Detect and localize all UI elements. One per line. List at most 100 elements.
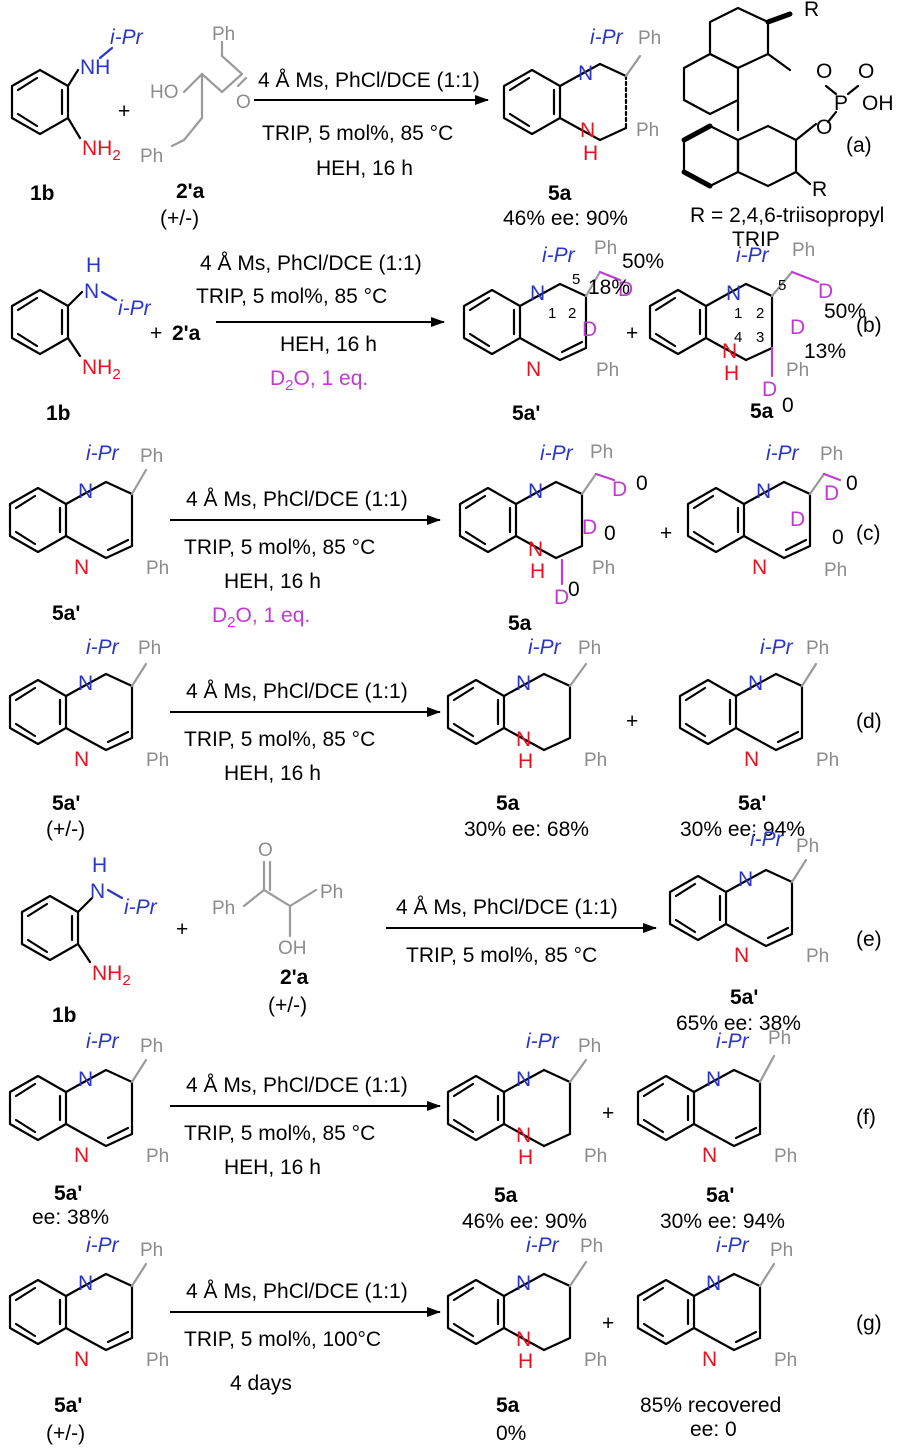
atom-n: N (702, 1348, 717, 1371)
atom-ph: Ph (768, 1028, 791, 1049)
atom-ph: Ph (146, 750, 169, 771)
panel-tag-c: (c) (856, 522, 881, 545)
atom-ph: Ph (584, 750, 607, 771)
label-2a: 2'a (176, 180, 205, 203)
condition-heh: HEH, 16 h (224, 1156, 321, 1179)
yield-a: 46% ee: 90% (503, 207, 628, 230)
atom-oh: OH (862, 92, 894, 115)
atom-d: D (790, 508, 805, 531)
atom-n: N (78, 480, 93, 503)
trip-name: TRIP (732, 228, 780, 251)
atom-d: D (582, 516, 597, 539)
atom-ph: Ph (636, 120, 659, 141)
label-5a: 5a (494, 1184, 518, 1207)
condition-heh: HEH, 16 h (224, 570, 321, 593)
atom-n: N (516, 1328, 531, 1351)
compound-5a-d: N i-Pr N H Ph Ph 5a 30% ee: 68% (446, 636, 607, 841)
atom-ph: Ph (212, 898, 235, 919)
atom-number: 1 (734, 305, 742, 322)
compound-5ap-d2: N i-Pr N Ph Ph 5a' 30% ee: 94% (678, 636, 839, 841)
atom-ph: Ph (594, 238, 617, 259)
panel-tag-d: (d) (856, 710, 882, 733)
condition-ms: 4 Å Ms, PhCl/DCE (1:1) (258, 69, 480, 92)
plus-sign: + (118, 100, 130, 123)
atom-ph: Ph (140, 1240, 163, 1261)
atom-n: N (74, 1144, 89, 1167)
compound-5a-f: N i-Pr N H Ph Ph 5a 46% ee: 90% (446, 1030, 607, 1233)
atom-ho: HO (150, 82, 179, 103)
atom-ipr: i-Pr (86, 1030, 120, 1053)
atom-ipr: i-Pr (542, 244, 576, 267)
atom-ipr: i-Pr (766, 442, 800, 465)
atom-ph: Ph (590, 442, 613, 463)
atom-ph: Ph (824, 560, 847, 581)
atom-n: N (706, 1068, 721, 1091)
atom-d: D (818, 280, 833, 303)
compound-5a-c: N i-Pr N H Ph D D D Ph 0 0 0 5a (458, 442, 648, 635)
atom-ph: Ph (806, 638, 829, 659)
yield-f-5ap: 30% ee: 94% (660, 1210, 785, 1233)
atom-oh: OH (278, 938, 307, 959)
atom-ph: Ph (578, 638, 601, 659)
yield-g-5a: 0% (496, 1422, 526, 1445)
atom-n: N (78, 672, 93, 695)
atom-ph: Ph (578, 1036, 601, 1057)
atom-ph: Ph (638, 28, 661, 49)
label-5ap: 5a' (512, 402, 540, 425)
panel-b: H N i-Pr NH2 1b + 2'a 4 Å Ms, PhCl/DCE (… (10, 238, 882, 425)
atom-h: H (530, 560, 545, 583)
atom-n: N (74, 748, 89, 771)
plus-sign: + (150, 322, 162, 345)
atom-d: D (618, 278, 633, 301)
atom-ipr: i-Pr (86, 1234, 120, 1257)
atom-h: H (518, 1146, 533, 1169)
trip-catalyst: R O P O OH O R R = 2,4,6-triisopropyl TR… (681, 0, 894, 251)
plus-sign: + (602, 1102, 614, 1125)
yield-d-5ap: 30% ee: 94% (680, 818, 805, 841)
atom-ph: Ph (212, 24, 235, 45)
compound-2a-e: O Ph Ph OH 2'a (+/-) (212, 840, 343, 1017)
yield-e: 65% ee: 38% (676, 1012, 801, 1035)
atom-n: N (726, 282, 741, 305)
atom-n: N (530, 282, 545, 305)
atom-n: N (526, 358, 541, 381)
d-zero: 0 (604, 522, 616, 545)
atom-n: N (78, 1068, 93, 1091)
panel-g: N i-Pr N Ph Ph 5a' (+/-) 4 Å Ms, PhCl/DC… (8, 1234, 882, 1445)
panel-d: N i-Pr N Ph Ph 5a' (+/-) 4 Å Ms, PhCl/DC… (8, 636, 882, 841)
panel-tag-a: (a) (846, 134, 872, 157)
atom-ph: Ph (584, 1146, 607, 1167)
condition-ms: 4 Å Ms, PhCl/DCE (1:1) (396, 896, 618, 919)
label-5a: 5a (496, 792, 520, 815)
condition-ms: 4 Å Ms, PhCl/DCE (1:1) (186, 1280, 408, 1303)
condition-ms: 4 Å Ms, PhCl/DCE (1:1) (186, 1074, 408, 1097)
atom-number: 3 (756, 329, 764, 346)
atom-h: H (518, 1350, 533, 1373)
panel-tag-b: (b) (856, 314, 882, 337)
plus-sign: + (626, 710, 638, 733)
yield-d-5a: 30% ee: 68% (464, 818, 589, 841)
atom-nh2: NH2 (82, 137, 121, 164)
condition-heh: HEH, 16 h (280, 333, 377, 356)
compound-5ap-g: N i-Pr N Ph Ph 5a' (+/-) (8, 1234, 169, 1445)
atom-d: D (582, 318, 597, 341)
atom-n: N (90, 880, 105, 903)
label-5ap: 5a' (54, 1182, 82, 1205)
atom-ph: Ph (596, 360, 619, 381)
d-percent: 50% (824, 300, 866, 323)
atom-ipr: i-Pr (590, 26, 624, 49)
compound-5ap-f2: N i-Pr N Ph Ph 5a' 30% ee: 94% (636, 1028, 797, 1233)
compound-5ap-c2: N i-Pr N Ph D D Ph 0 0 (686, 442, 858, 581)
atom-ipr: i-Pr (716, 1030, 750, 1053)
atom-h: H (518, 750, 533, 773)
atom-ipr: i-Pr (716, 1234, 750, 1257)
atom-ipr: i-Pr (540, 442, 574, 465)
atom-d: D (554, 586, 569, 609)
atom-o: O (236, 92, 251, 113)
label-5ap: 5a' (52, 792, 80, 815)
d-percent: 13% (804, 340, 846, 363)
label-racemic: (+/-) (160, 207, 199, 230)
atom-ph: Ph (820, 444, 843, 465)
atom-n: N (722, 340, 737, 363)
